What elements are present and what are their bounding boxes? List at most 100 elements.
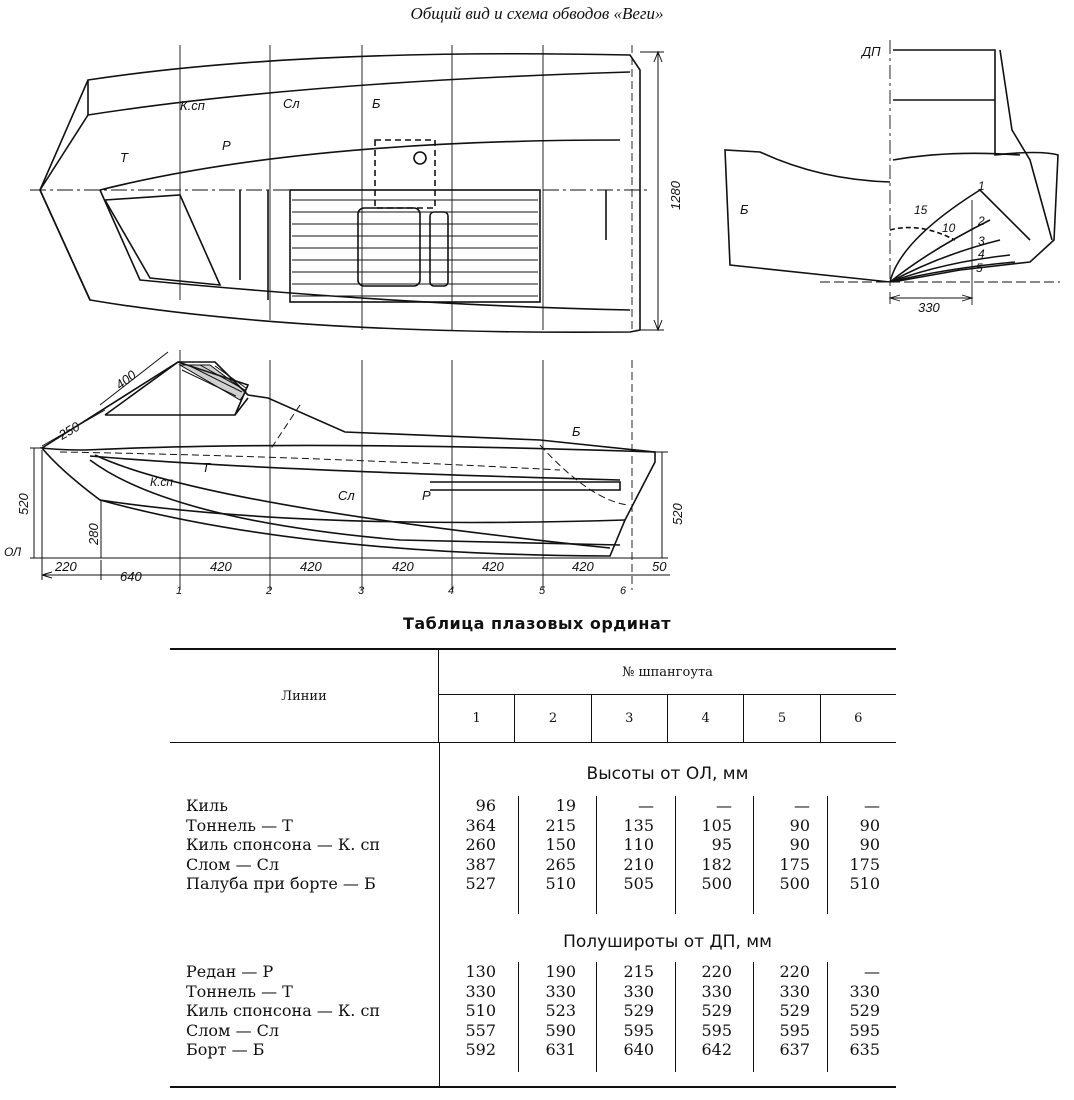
cell: 210 <box>623 854 654 874</box>
table-row: Слом — Сл 557 590 595 595 595 595 <box>170 1021 896 1041</box>
header-frame: 4 <box>666 695 743 742</box>
cell: 590 <box>545 1020 576 1040</box>
dim-220: 220 <box>54 559 77 574</box>
cell: 90 <box>859 835 880 854</box>
prof-label-b: Б <box>572 424 581 439</box>
cell: 523 <box>545 1001 576 1020</box>
profile-dimensions <box>30 351 670 580</box>
header-frame: 1 <box>472 711 481 726</box>
table-row: Палуба при борте — Б 527 510 505 500 500… <box>170 874 896 894</box>
column-separator <box>675 796 676 914</box>
cell: 529 <box>849 1001 880 1020</box>
row-name: Борт — Б <box>186 1040 265 1059</box>
section-title-heights: Высоты от ОЛ, мм <box>586 764 749 784</box>
figure-caption: Общий вид и схема обводов «Веги» <box>410 4 664 23</box>
cell: 135 <box>623 815 654 835</box>
dim-cabin-250: 250 <box>55 418 83 443</box>
cell: 642 <box>701 1040 732 1059</box>
cell: 527 <box>465 874 496 893</box>
cell: 595 <box>779 1020 810 1040</box>
section-rows-heights: Киль 96 19 — — — — Тоннель — Т 364 215 1… <box>170 796 896 894</box>
cell: 510 <box>849 874 880 893</box>
cell: 90 <box>789 815 810 835</box>
top-view-grating <box>292 199 538 297</box>
cell: 220 <box>779 962 810 981</box>
column-separator <box>518 962 519 1072</box>
row-name: Тоннель — Т <box>186 981 293 1001</box>
table-row: Борт — Б 592 631 640 642 637 635 <box>170 1040 896 1060</box>
cell: 364 <box>465 815 496 835</box>
cell: 215 <box>545 815 576 835</box>
body-plan-centerline <box>820 40 1060 305</box>
bp-frame-5: 5 <box>976 261 983 275</box>
cell: 190 <box>545 962 576 981</box>
prof-label-ol: ОЛ <box>4 545 22 559</box>
column-separator <box>827 796 828 914</box>
section-title-halfbreadths: Полуширoты от ДП, мм <box>563 932 772 952</box>
row-name: Киль спонсона — К. сп <box>186 1001 381 1020</box>
cell: 387 <box>465 854 496 874</box>
table-row: Редан — Р 130 190 215 220 220 — <box>170 962 896 982</box>
cell: 595 <box>849 1020 880 1040</box>
dim-width: 1280 <box>668 180 683 210</box>
table-row: Тоннель — Т 364 215 135 105 90 90 <box>170 816 896 836</box>
top-view-width-dimension <box>640 50 664 332</box>
cell: 631 <box>545 1040 576 1059</box>
label-t: Т <box>120 150 129 165</box>
column-separator <box>753 962 754 1072</box>
body-plan-outline <box>724 49 1059 283</box>
label-sl: Сл <box>283 96 300 111</box>
label-dp: ДП <box>860 44 881 59</box>
bp-angle-10: 10 <box>942 221 956 235</box>
lines-column-divider <box>439 742 440 1086</box>
dim-420-4: 420 <box>482 559 504 574</box>
column-separator <box>675 962 676 1072</box>
dim-h-keel: 280 <box>86 523 101 546</box>
row-name: Тоннель — Т <box>186 815 293 835</box>
cell: 90 <box>859 815 880 835</box>
profile-cabin-hatch <box>178 364 247 401</box>
offsets-table: Линии № шпангоута 1 2 3 4 5 6 Высоты от … <box>170 648 896 1088</box>
profile-hidden-lines <box>59 404 629 506</box>
top-view-frame-lines <box>30 45 650 330</box>
cell: 330 <box>701 981 732 1001</box>
dim-420-5: 420 <box>572 559 594 574</box>
column-separator <box>827 962 828 1072</box>
bp-frame-4: 4 <box>978 247 985 261</box>
prof-frame-1: 1 <box>176 585 182 597</box>
label-bp-b: Б <box>740 202 749 217</box>
cell: 637 <box>779 1040 810 1059</box>
cell: 90 <box>789 835 810 854</box>
table-row: Тоннель — Т 330 330 330 330 330 330 <box>170 982 896 1002</box>
dim-420-1: 420 <box>210 559 232 574</box>
dim-420-3: 420 <box>392 559 414 574</box>
dim-50: 50 <box>652 559 667 574</box>
boat-drawing: К.сп Сл Б Т Р 1280 ДП Б 1 2 3 4 5 15 10 … <box>4 40 1060 597</box>
table-title: Таблица плазовых ординат <box>402 614 672 633</box>
section-rows-halfbreadths: Редан — Р 130 190 215 220 220 — Тоннель … <box>170 962 896 1060</box>
bp-frame-3: 3 <box>978 234 985 248</box>
profile-frame-lines <box>30 350 660 590</box>
column-separator <box>596 962 597 1072</box>
cell: 330 <box>623 981 654 1001</box>
cell: 110 <box>623 835 654 854</box>
prof-label-ksp: К.сп <box>150 475 173 489</box>
table-row: Киль спонсона — К. сп 510 523 529 529 52… <box>170 1001 896 1021</box>
cell: — <box>864 962 880 981</box>
prof-label-sl: Сл <box>338 488 355 503</box>
dim-h-stern: 520 <box>670 503 685 525</box>
table-row: Киль спонсона — К. сп 260 150 110 95 90 … <box>170 835 896 855</box>
label-ksp: К.сп <box>180 98 205 113</box>
cell: 182 <box>701 854 732 874</box>
bp-dim-330: 330 <box>918 300 940 315</box>
prof-frame-3: 3 <box>358 585 365 597</box>
column-separator <box>753 796 754 914</box>
prof-frame-6: 6 <box>620 585 627 597</box>
header-lines: Линии <box>170 650 439 743</box>
cell: — <box>716 796 732 815</box>
cell: 150 <box>545 835 576 854</box>
prof-frame-5: 5 <box>539 585 546 597</box>
dim-h-bow: 520 <box>16 493 31 515</box>
cell: 260 <box>465 835 496 854</box>
cell: 215 <box>623 962 654 981</box>
